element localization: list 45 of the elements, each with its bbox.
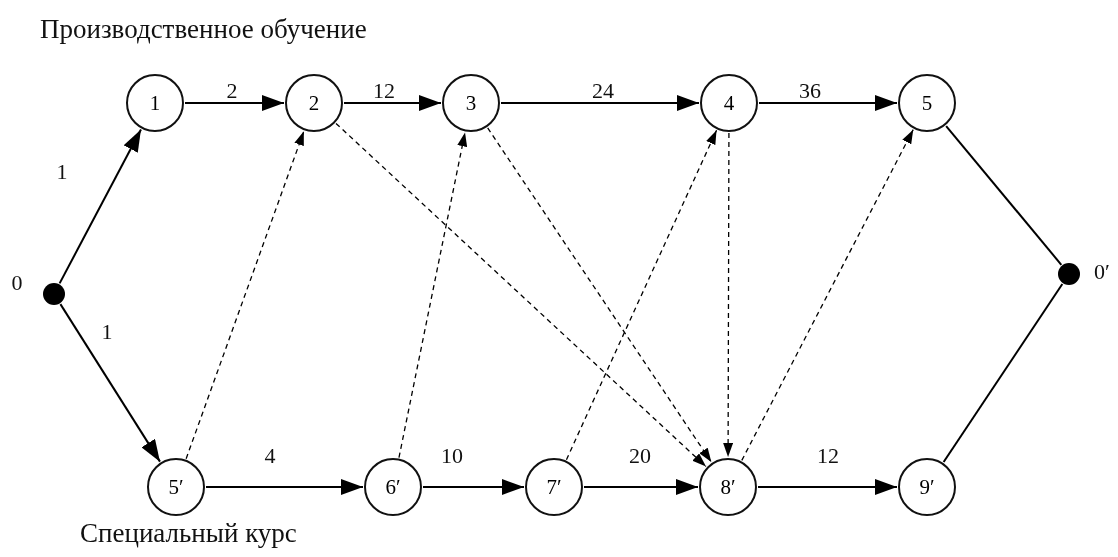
edge-label: 12: [373, 80, 395, 102]
event-circle: 4: [700, 74, 758, 132]
section-heading: Производственное обучение: [40, 14, 367, 45]
dashed-arrow: [487, 127, 712, 463]
dashed-arrow: [565, 129, 718, 461]
edge-label: 24: [592, 80, 614, 102]
node-label: 0′: [1094, 261, 1110, 283]
arrow: [757, 479, 898, 495]
event-dot: [43, 283, 65, 305]
edge-label: 2: [226, 80, 238, 102]
edge-label: 20: [629, 445, 651, 467]
edge-label: 10: [441, 445, 463, 467]
event-circle: 5: [898, 74, 956, 132]
arrow: [58, 128, 142, 285]
arrow: [184, 95, 285, 111]
edge-label: 4: [264, 445, 276, 467]
arrow: [758, 95, 898, 111]
arrow: [59, 303, 161, 463]
edge-label: 1: [56, 161, 68, 183]
connector-line: [945, 125, 1063, 266]
event-circle: 6′: [364, 458, 422, 516]
arrow: [343, 95, 442, 111]
dashed-arrow: [398, 131, 468, 459]
node-label: 0: [11, 272, 23, 294]
dashed-arrow: [185, 130, 305, 460]
arrow: [205, 479, 364, 495]
dashed-arrow: [723, 132, 734, 458]
event-circle: 5′: [147, 458, 205, 516]
event-circle: 3: [442, 74, 500, 132]
event-dot: [1058, 263, 1080, 285]
event-circle: 2: [285, 74, 343, 132]
event-circle: 8′: [699, 458, 757, 516]
arrow: [500, 95, 700, 111]
dashed-arrow: [741, 129, 914, 461]
connector-line: [942, 283, 1064, 464]
event-circle: 7′: [525, 458, 583, 516]
arrow: [583, 479, 699, 495]
edge-label: 1: [101, 321, 113, 343]
edge-label: 36: [799, 80, 821, 102]
dashed-arrow: [335, 122, 707, 468]
event-circle: 1: [126, 74, 184, 132]
edge-label: 12: [817, 445, 839, 467]
section-heading: Специальный курс: [80, 518, 297, 549]
event-circle: 9′: [898, 458, 956, 516]
arrow: [422, 479, 525, 495]
